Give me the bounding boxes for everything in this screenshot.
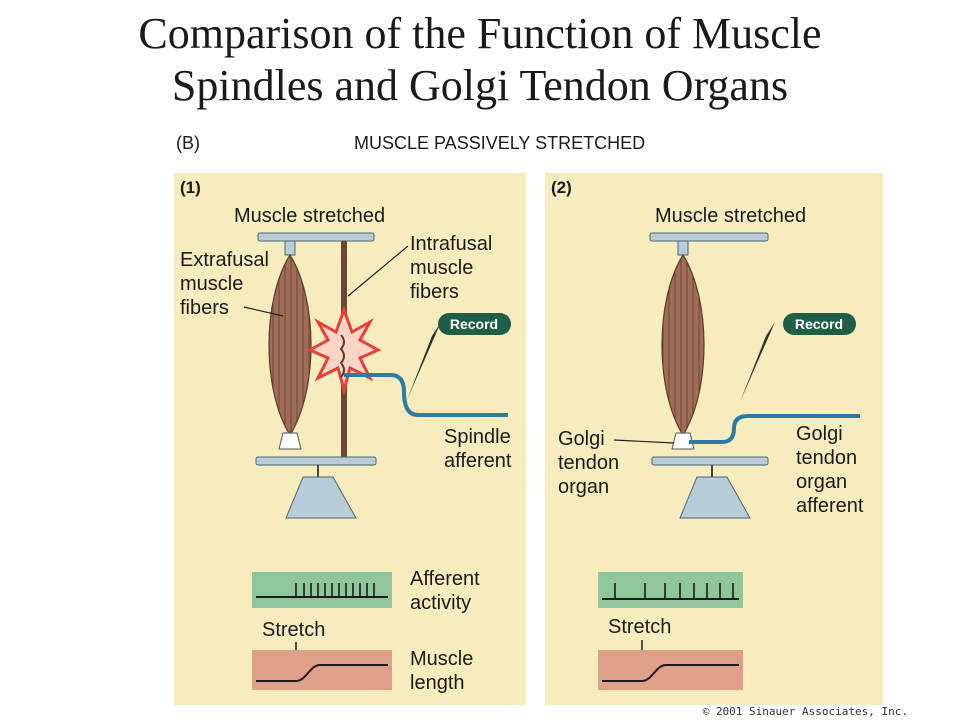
panel-2: (2) Muscle stretched Record Golgi tendon… [545,173,883,705]
panel-1-spindle-afferent-label: Spindle afferent [444,426,516,472]
panel-1-top-clamp [284,240,296,256]
title-line-2: Spindles and Golgi Tendon Organs [171,61,789,110]
panel-2-golgi-tendon-organ [671,432,695,450]
panel-1-extrafusal-label: Extrafusal muscle fibers [180,249,275,319]
panel-1-weight [285,476,357,519]
panel-1-record-badge [438,313,511,335]
panel-1-length-curve [256,664,388,682]
panel-2-weight [679,476,751,519]
panel-1-activity-trace [252,572,392,608]
panel-1-length-trace [252,650,392,690]
panel-1-bottom-bar [255,456,377,466]
panel-1-record-label: Record [450,316,498,332]
panel-1-background [174,173,526,705]
panel-2-activity-trace [598,572,743,608]
panel-1-spindle-afferent-nerve [344,373,508,417]
slide-title: Comparison of the Function of Muscle Spi… [0,8,960,112]
panel-2-action-potentials [614,583,734,599]
panel-1-intrafusal-leader [347,245,409,297]
panel-1-afferent-activity-label: Afferent activity [410,568,485,614]
panel-2-top-bar [649,232,769,242]
panel-2-top-clamp [677,240,689,256]
panel-2-stretch-label: Stretch [608,616,671,638]
panel-2-golgi-leader [613,439,675,444]
copyright-notice: © 2001 Sinauer Associates, Inc. [703,705,908,718]
panel-1-recording-electrode [407,322,441,400]
panel-1-number: (1) [180,178,201,197]
panel-2-background [545,173,883,705]
panel-1-tendon [278,432,302,450]
condition-heading: MUSCLE PASSIVELY STRETCHED [354,133,645,153]
panel-1-muscle-stretched-label: Muscle stretched [234,205,385,227]
panel-1-intrafusal-label: Intrafusal muscle fibers [410,233,498,303]
panel-1-extrafusal-leader [243,306,284,317]
panel-2-length-trace [598,650,743,690]
panel-1-action-potentials [295,583,375,597]
panel-1-muscle-length-label: Muscle length [410,648,479,694]
panel-2-muscle-stretched-label: Muscle stretched [655,205,806,227]
panel-1-top-bar [257,232,375,242]
figure-part-label: (B) [176,133,200,153]
panel-2-number: (2) [551,178,572,197]
panel-1-spindle-coil [339,334,345,378]
panel-2-bottom-bar [651,456,769,466]
panel-1-stretch-label: Stretch [262,619,325,641]
panel-2-recording-electrode [740,322,775,402]
panel-1-activity-starburst [306,305,382,396]
panel-2-length-curve [602,664,739,682]
panel-2-golgi-afferent-label: Golgi tendon organ afferent [796,423,864,517]
panel-1: (1) Muscle stretched Record Extrafusal m… [174,173,526,705]
title-line-1: Comparison of the Function of Muscle [138,9,822,58]
panel-2-record-badge [783,313,856,335]
panel-2-golgi-afferent-nerve [689,414,860,444]
panel-2-golgi-tendon-organ-label: Golgi tendon organ [558,428,625,498]
panel-2-record-label: Record [795,316,843,332]
